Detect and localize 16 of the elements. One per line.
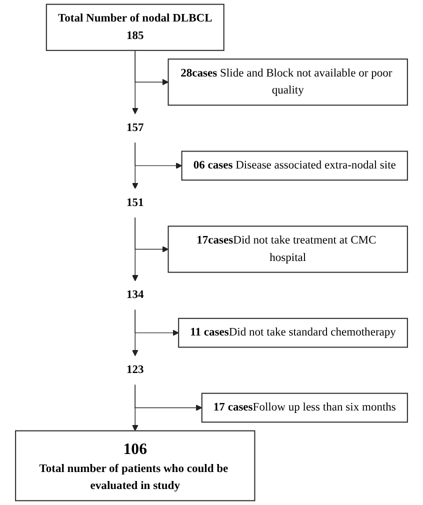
node-text: 151 bbox=[126, 196, 144, 209]
node-box: Total Number of nodal DLBCL 185 bbox=[46, 4, 224, 51]
arrow bbox=[134, 309, 179, 336]
node-box: 106 Total number of patients who could be evaluated in study bbox=[15, 430, 256, 502]
arrow bbox=[134, 217, 169, 252]
arrow bbox=[134, 142, 182, 169]
node-box: 06 cases Disease associated extra-nodal site bbox=[181, 150, 408, 181]
arrow bbox=[134, 50, 169, 86]
node-box: 28cases Slide and Block not available or poor quality bbox=[168, 58, 408, 106]
node-text: 123 bbox=[126, 364, 144, 376]
node-box: 11 casesDid not take standard chemotherapy bbox=[178, 318, 408, 348]
arrow bbox=[134, 384, 202, 411]
node-text: 134 bbox=[126, 288, 144, 302]
node-text: 157 bbox=[126, 122, 144, 134]
node-box: 17 casesFollow up less than six months bbox=[201, 392, 408, 423]
node-box: 17casesDid not take treatment at CMC hospital bbox=[168, 226, 408, 273]
